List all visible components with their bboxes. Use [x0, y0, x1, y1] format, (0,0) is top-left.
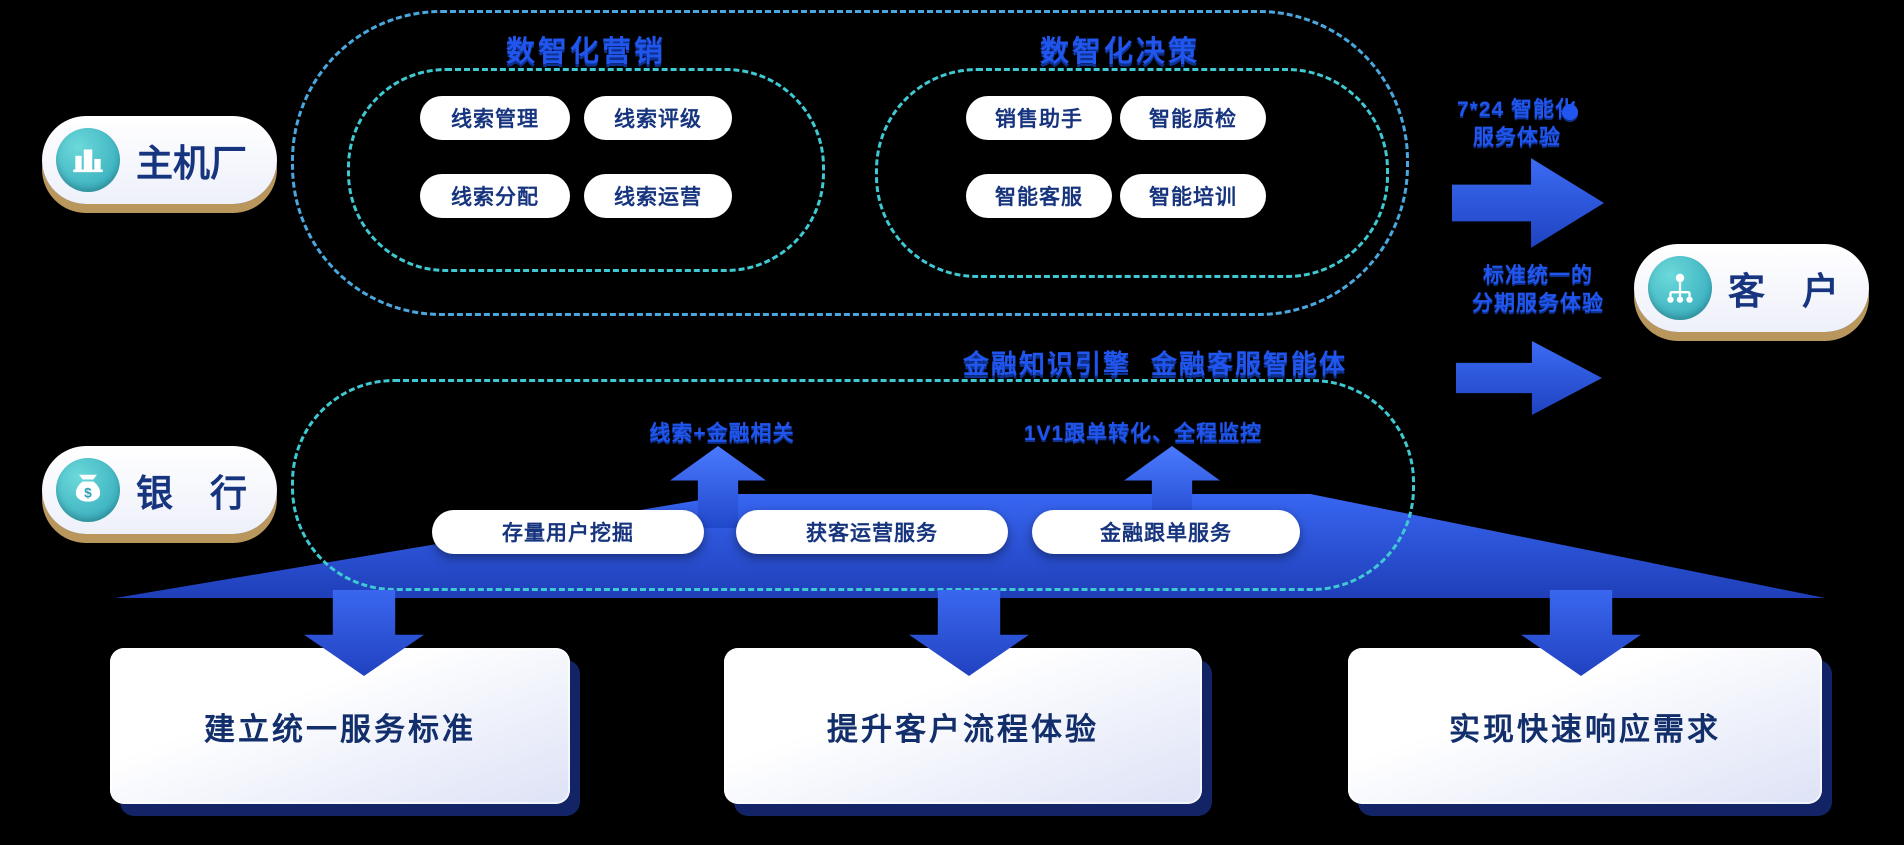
- entity-customer-label: 客 户: [1728, 271, 1839, 312]
- decision-title: 数智化决策: [1039, 36, 1200, 68]
- money-bag-icon: $: [56, 458, 120, 522]
- marketing-dashed-group: [347, 68, 825, 272]
- entity-bank: $ 银 行: [42, 446, 277, 534]
- card-customer-experience-label: 提升客户流程体验: [827, 711, 1099, 747]
- service-experience-line1: 7*24 智能化: [1456, 98, 1578, 121]
- dot-icon: [1562, 104, 1578, 120]
- entity-bank-label: 银 行: [136, 473, 247, 514]
- pill-existing-user-mining: 存量用户挖掘: [432, 510, 704, 554]
- card-fast-response-label: 实现快速响应需求: [1449, 711, 1721, 747]
- finance-knowledge-engine-label: 金融知识引擎: [962, 349, 1131, 379]
- pill-smart-training: 智能培训: [1120, 174, 1266, 218]
- entity-oem-label: 主机厂: [136, 143, 247, 184]
- installment-experience-line1: 标准统一的: [1483, 264, 1593, 287]
- leads-finance-label: 线索+金融相关: [649, 422, 795, 445]
- card-fast-response: 实现快速响应需求: [1348, 648, 1822, 804]
- flow-arrow-top: [1452, 158, 1604, 248]
- service-experience-line2: 服务体验: [1473, 126, 1561, 150]
- card-unified-standard: 建立统一服务标准: [110, 648, 570, 804]
- flow-arrow-bottom: [1456, 341, 1602, 415]
- pill-smart-service: 智能客服: [966, 174, 1112, 218]
- marketing-title: 数智化营销: [505, 36, 666, 68]
- pill-lead-operation: 线索运营: [584, 174, 732, 218]
- entity-oem: 主机厂: [42, 116, 277, 204]
- building-icon: [56, 128, 120, 192]
- org-icon: [1648, 256, 1712, 320]
- finance-dashed-container: [291, 379, 1415, 591]
- pill-finance-followup-service: 金融跟单服务: [1032, 510, 1300, 554]
- decision-dashed-group: [875, 68, 1389, 278]
- pill-smart-qc: 智能质检: [1120, 96, 1266, 140]
- svg-text:$: $: [84, 485, 92, 500]
- pill-lead-management: 线索管理: [420, 96, 570, 140]
- card-unified-standard-label: 建立统一服务标准: [204, 711, 476, 747]
- pill-lead-rating: 线索评级: [584, 96, 732, 140]
- pill-acquisition-operation: 获客运营服务: [736, 510, 1008, 554]
- top-dashed-container: [291, 10, 1409, 316]
- finance-agent-label: 金融客服智能体: [1151, 349, 1348, 379]
- card-customer-experience: 提升客户流程体验: [724, 648, 1202, 804]
- pill-lead-assignment: 线索分配: [420, 174, 570, 218]
- installment-experience-line2: 分期服务体验: [1472, 292, 1604, 316]
- conversion-monitor-label: 1V1跟单转化、全程监控: [1023, 422, 1263, 445]
- installment-experience-label: 标准统一的 分期服务体验: [1428, 262, 1648, 319]
- entity-customer: 客 户: [1634, 244, 1869, 332]
- service-experience-label: 7*24 智能化 服务体验: [1412, 96, 1622, 153]
- pill-sales-assistant: 销售助手: [966, 96, 1112, 140]
- finance-engine-title: 金融知识引擎 金融客服智能体: [950, 344, 1360, 381]
